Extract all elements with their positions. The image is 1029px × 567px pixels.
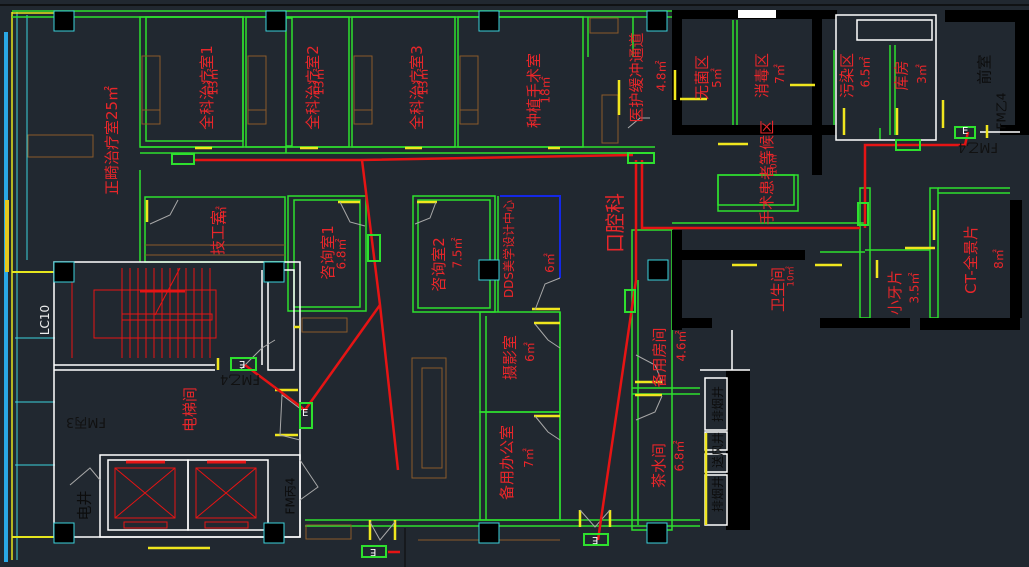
room-label-medical-buffer-corridor: 医护缓冲通道 xyxy=(627,32,646,123)
room-label-consultation-1: 咨询室1 xyxy=(318,225,337,280)
stair-treads xyxy=(71,267,217,358)
doors xyxy=(145,70,989,550)
room-area-general-treatment-1: 13㎡ xyxy=(206,68,221,96)
room-area-restroom: 10㎡ xyxy=(786,266,797,287)
room-label-small-dental-xray: 小牙片 xyxy=(886,269,905,316)
room-label-contaminated-zone: 污染区 xyxy=(838,52,857,99)
evacuation-routes xyxy=(195,131,970,554)
room-label-sterile-zone: 无菌区 xyxy=(693,54,712,101)
supply-shaft-label: 送风井 xyxy=(711,431,726,469)
exhaust-shaft-label: 排烟井 xyxy=(711,385,726,423)
room-label-orthodontic-treatment: 正畸治疗室25㎡ xyxy=(103,85,122,196)
core-white xyxy=(53,14,1020,538)
columns xyxy=(53,10,669,544)
smoke-exhaust-shaft-label: 排烟井 xyxy=(711,475,726,513)
department-label: 口腔科 xyxy=(603,193,627,253)
room-label-ct-panoramic: CT-全景片 xyxy=(961,225,980,294)
room-area-ct-panoramic: 8㎡ xyxy=(991,249,1006,269)
room-label-spare-room: 备用房间 xyxy=(650,327,669,388)
room-area-general-treatment-3: 13㎡ xyxy=(416,68,431,96)
room-area-general-treatment-2: 13㎡ xyxy=(312,68,327,96)
room-area-disinfection-zone: 7㎡ xyxy=(772,64,787,84)
room-area-consultation-1: 6.8㎡ xyxy=(334,238,349,270)
exit-sign-icon: E xyxy=(962,126,969,137)
stair-tag: LC10 xyxy=(38,304,53,336)
window-opening xyxy=(738,10,776,18)
door-tag-fmz4-right-b: FM乙4 xyxy=(958,139,998,154)
room-label-spare-office: 备用办公室 xyxy=(498,424,517,501)
room-area-dds-design-center: 6㎡ xyxy=(542,253,557,273)
room-area-spare-room: 4.6㎡ xyxy=(674,330,689,362)
room-area-storeroom: 3㎡ xyxy=(914,64,929,84)
exit-signs xyxy=(171,126,976,558)
room-label-tea-room: 茶水间 xyxy=(650,442,669,489)
door-swings xyxy=(69,117,663,541)
room-area-sterile-zone: 5㎡ xyxy=(709,68,724,88)
exit-sign-icon: E xyxy=(302,408,309,419)
door-tag-fm4: FM丙4 xyxy=(283,477,298,515)
room-label-disinfection-zone: 消毒区 xyxy=(753,52,772,99)
room-label-restroom: 卫生间 xyxy=(769,266,788,313)
door-tag-fmz4-right: FM乙4 xyxy=(994,92,1009,130)
room-label-elevator-hall: 电梯间 xyxy=(181,386,200,433)
glass-partition xyxy=(500,195,561,278)
exit-sign-icon: E xyxy=(592,534,599,545)
door-tag-fm3: FM丙3 xyxy=(66,414,106,429)
room-label-photography: 摄影室 xyxy=(501,334,520,381)
room-area-medical-buffer-corridor: 4.8㎡ xyxy=(654,60,669,92)
room-area-small-dental-xray: 3.5㎡ xyxy=(907,272,922,304)
room-area-tea-room: 6.8㎡ xyxy=(672,440,687,472)
room-label-dds-design-center: DDS美学设计中心 xyxy=(502,199,517,299)
room-area-consultation-2: 7.5㎡ xyxy=(450,237,465,269)
exit-sign-icon: E xyxy=(370,546,377,557)
walls-black xyxy=(672,10,1029,530)
room-area-photography: 6㎡ xyxy=(522,342,537,362)
room-area-spare-office: 7㎡ xyxy=(521,448,536,468)
room-label-consultation-2: 咨询室2 xyxy=(429,237,448,292)
door-tag-fmz4-left: FM乙4 xyxy=(220,371,260,386)
elevator-cars xyxy=(114,460,257,529)
room-area-technician-room: 7㎡ xyxy=(214,206,229,226)
exit-sign-icon: E xyxy=(239,358,246,369)
room-label-storeroom: 库房 xyxy=(892,60,911,91)
room-area-surgery-waiting: 10㎡ xyxy=(769,154,780,175)
room-label-front-room: 前室 xyxy=(975,54,994,85)
electric-shaft-label: 电井 xyxy=(75,490,94,521)
room-area-implant-surgery: 18㎡ xyxy=(538,76,553,104)
left-facade xyxy=(4,12,55,562)
room-area-contaminated-zone: 6.5㎡ xyxy=(858,56,873,88)
